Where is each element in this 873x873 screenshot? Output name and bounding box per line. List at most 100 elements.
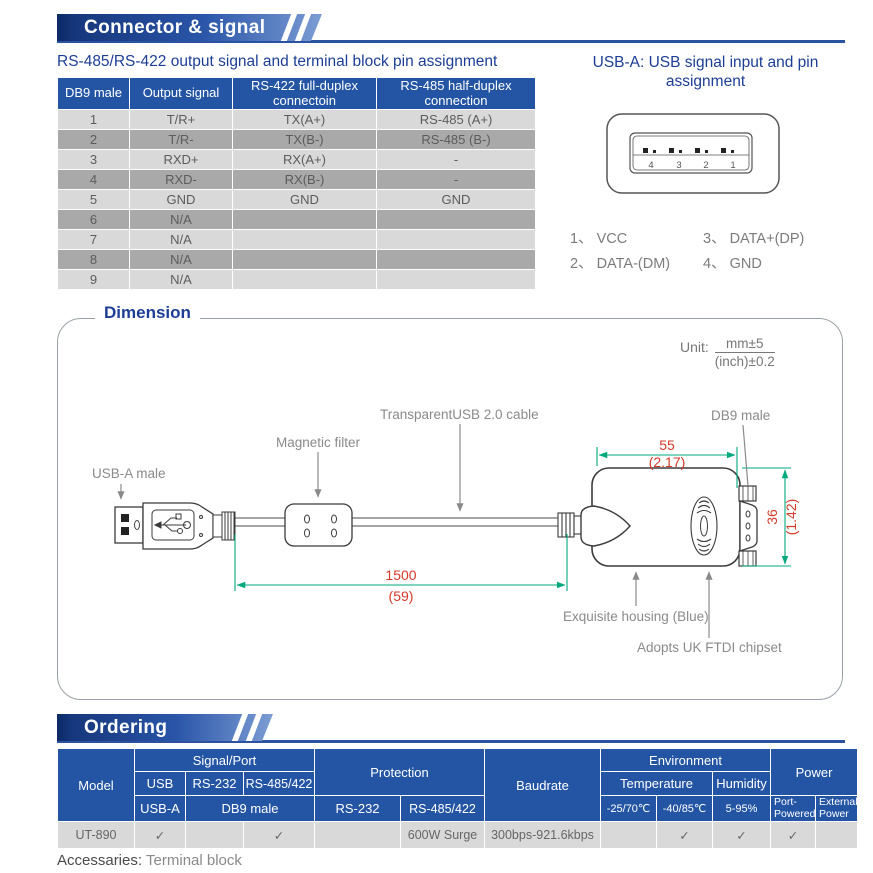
usb-a-slot (134, 520, 140, 530)
accessories-value: Terminal block (146, 852, 242, 869)
th-humidity: Humidity (713, 772, 771, 795)
th-temp2: -40/85℃ (657, 796, 713, 821)
pin-number-4: 4 (648, 160, 653, 171)
table-cell: 5 (58, 190, 129, 209)
table-cell: T/R+ (130, 110, 232, 129)
table-cell: - (377, 150, 535, 169)
cell-usba-check: ✓ (135, 822, 185, 848)
magnetic-filter-block (284, 503, 353, 547)
cell-port-powered-check: ✓ (771, 822, 816, 848)
usb-inner-frame2 (632, 135, 750, 171)
banner-underline (57, 40, 845, 43)
unit-annotation: Unit:mm±5(inch)±0.2 (680, 336, 775, 369)
banner-bar: Connector & signal (57, 14, 322, 41)
table-cell: 7 (58, 230, 129, 249)
width-mm: 55 (659, 437, 675, 453)
cell-baudrate: 300bps-921.6kbps (485, 822, 601, 848)
usb-a-pins (121, 514, 129, 535)
pin-number-3: 3 (676, 160, 681, 171)
cell-prot-rs485: 600W Surge (401, 822, 485, 848)
table-cell (377, 250, 535, 269)
ordering-header-row2: USB RS-232 RS-485/422 Temperature Humidi… (58, 772, 857, 795)
table-cell: 1 (58, 110, 129, 129)
pin-number-2: 2 (703, 160, 708, 171)
drawing-labels: USB-A male Magnetic filter TransparentUS… (92, 407, 782, 655)
ordering-header-row1: Model Signal/Port Protection Baudrate En… (58, 749, 858, 821)
usb-pin-contacts (643, 148, 734, 153)
table-cell: TX(B-) (233, 130, 376, 149)
pin-number-1: 1 (730, 160, 735, 171)
banner-stripe (295, 14, 311, 41)
dimension-values: 1500 (59) 55 (2.17) 36 (1.42) (385, 437, 799, 604)
usb-connector-diagram: 4 3 2 1 (606, 113, 780, 194)
table-cell: RXD- (130, 170, 232, 189)
col-header-db9: DB9 male (58, 78, 129, 109)
usb-outer-shell (606, 113, 780, 194)
label-magnetic-filter: Magnetic filter (276, 435, 361, 450)
ordering-title: Ordering (84, 717, 168, 738)
table-cell: T/R- (130, 130, 232, 149)
table-cell: N/A (130, 210, 232, 229)
pin-label-datam: 2、DATA-(DM) (570, 256, 671, 272)
height-mm: 36 (764, 509, 780, 525)
banner-bar: Ordering (57, 714, 273, 741)
ordering-header-row3: USB-A DB9 male RS-232 RS-485/422 -25/70℃… (58, 796, 858, 821)
th-environment: Environment (601, 749, 771, 771)
pin-label-gnd: 4、GND (703, 256, 762, 272)
table-cell: GND (377, 190, 535, 209)
cable-dimension-drawing: 1500 (59) 55 (2.17) 36 (1.42) USB-A male… (92, 407, 799, 655)
th-power: Power (771, 749, 858, 795)
callout-arrows (117, 424, 749, 638)
usb-a-ribs (224, 512, 235, 540)
table-cell (233, 250, 376, 269)
table-cell: RS-485 (A+) (377, 110, 535, 129)
th-rs485422: RS-485/422 (244, 772, 314, 795)
usb-a-male-connector (114, 502, 236, 550)
table-cell (377, 210, 535, 229)
label-usb-a-male: USB-A male (92, 466, 166, 481)
pin-assignment-heading: RS-485/RS-422 output signal and terminal… (57, 53, 498, 70)
label-db9-male: DB9 male (711, 408, 770, 423)
col-header-rs422: RS-422 full-duplex connectoin (233, 78, 376, 109)
connector-signal-title: Connector & signal (84, 17, 266, 38)
cell-temp1 (601, 822, 657, 848)
pin-label-datap: 3、DATA+(DP) (703, 231, 805, 247)
usb-pin-heading-line2: assignment (665, 73, 746, 90)
table-cell (233, 210, 376, 229)
table-cell (377, 230, 535, 249)
table-cell: GND (233, 190, 376, 209)
th-model: Model (58, 749, 134, 821)
table-cell (377, 270, 535, 289)
dimension-heading: Dimension (95, 303, 200, 323)
table-cell: RX(A+) (233, 150, 376, 169)
banner-stripe (232, 714, 248, 741)
usb-pin-heading-line1: USB-A: USB signal input and pin (592, 54, 819, 71)
cable-lines (235, 517, 560, 527)
th-prot-rs485422: RS-485/422 (401, 796, 485, 821)
pin-assignment-table: DB9 male Output signal RS-422 full-duple… (57, 77, 536, 290)
table-cell: 8 (58, 250, 129, 269)
th-signal-port: Signal/Port (135, 749, 314, 771)
cable-strain-relief (557, 512, 585, 538)
accessories-label: Accessaries: (57, 852, 143, 869)
th-protection: Protection (315, 749, 485, 795)
table-cell: RX(B-) (233, 170, 376, 189)
label-chipset: Adopts UK FTDI chipset (637, 640, 782, 655)
th-temperature: Temperature (601, 772, 713, 795)
usb-pin-heading: USB-A: USB signal input and pin assignme… (563, 53, 848, 91)
table-cell: RS-485 (B-) (377, 130, 535, 149)
height-in: (1.42) (783, 499, 799, 536)
length-in: (59) (389, 588, 414, 604)
banner-stripe (246, 714, 262, 741)
table-cell: - (377, 170, 535, 189)
th-baudrate: Baudrate (485, 749, 601, 821)
cell-rs232 (186, 822, 243, 848)
table-cell (233, 230, 376, 249)
